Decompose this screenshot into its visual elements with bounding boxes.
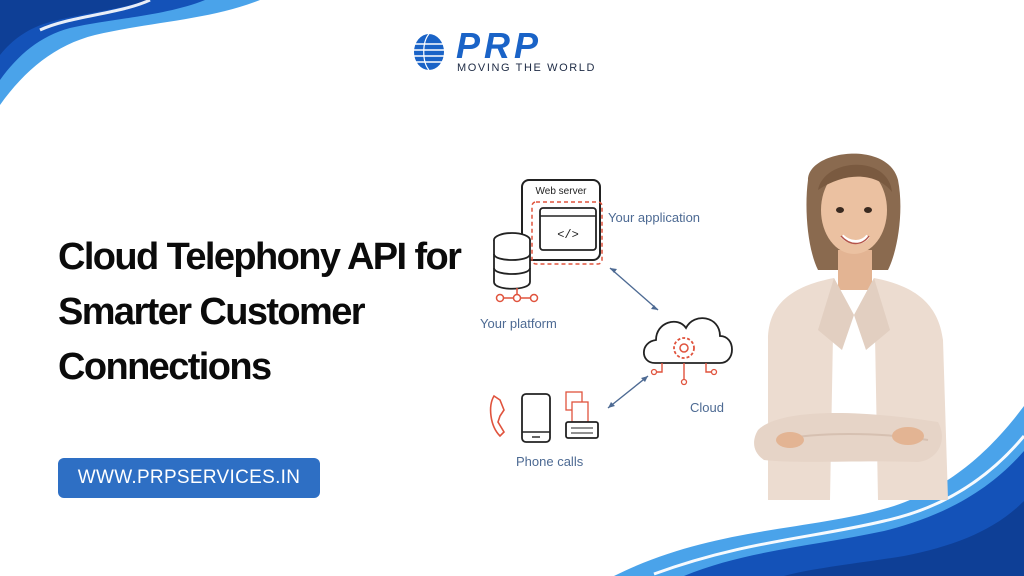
- code-symbol: </>: [557, 228, 579, 242]
- label-your-platform: Your platform: [480, 316, 557, 331]
- businesswoman-photo: [754, 153, 948, 500]
- diagram-graphics: </> Web server: [489, 179, 733, 443]
- page-headline: Cloud Telephony API for Smarter Customer…: [58, 230, 498, 395]
- headline-line-2: Smarter Customer: [58, 291, 366, 333]
- globe-logo-icon: [414, 33, 444, 71]
- decorative-wave-bottom-right: [614, 406, 1024, 576]
- telephone-handset-icon: [489, 394, 506, 438]
- arrow-app-cloud: [609, 267, 659, 311]
- brand-tagline: MOVING THE WORLD: [457, 62, 597, 74]
- label-your-application: Your application: [608, 210, 701, 225]
- web-server-label: Web server: [536, 186, 588, 197]
- headline-line-3: Connections: [58, 346, 272, 388]
- server-window-icon: </> Web server: [521, 179, 603, 265]
- fax-machine-icon: [565, 391, 599, 439]
- cloud-gear-icon: [642, 317, 733, 386]
- telephony-architecture-diagram: </> Web server: [470, 170, 770, 480]
- label-cloud: Cloud: [690, 400, 724, 415]
- arrow-phone-cloud: [607, 375, 649, 409]
- database-icon: [493, 232, 539, 303]
- headline-line-1: Cloud Telephony API for: [58, 236, 462, 278]
- brand-logo: PRP MOVING THE WORLD: [412, 28, 612, 78]
- label-phone-calls: Phone calls: [516, 454, 584, 469]
- brand-wordmark: PRP: [456, 25, 543, 66]
- website-url-button[interactable]: WWW.PRPSERVICES.IN: [58, 458, 320, 498]
- decorative-wave-top-left: [0, 0, 260, 105]
- smartphone-icon: [521, 393, 551, 443]
